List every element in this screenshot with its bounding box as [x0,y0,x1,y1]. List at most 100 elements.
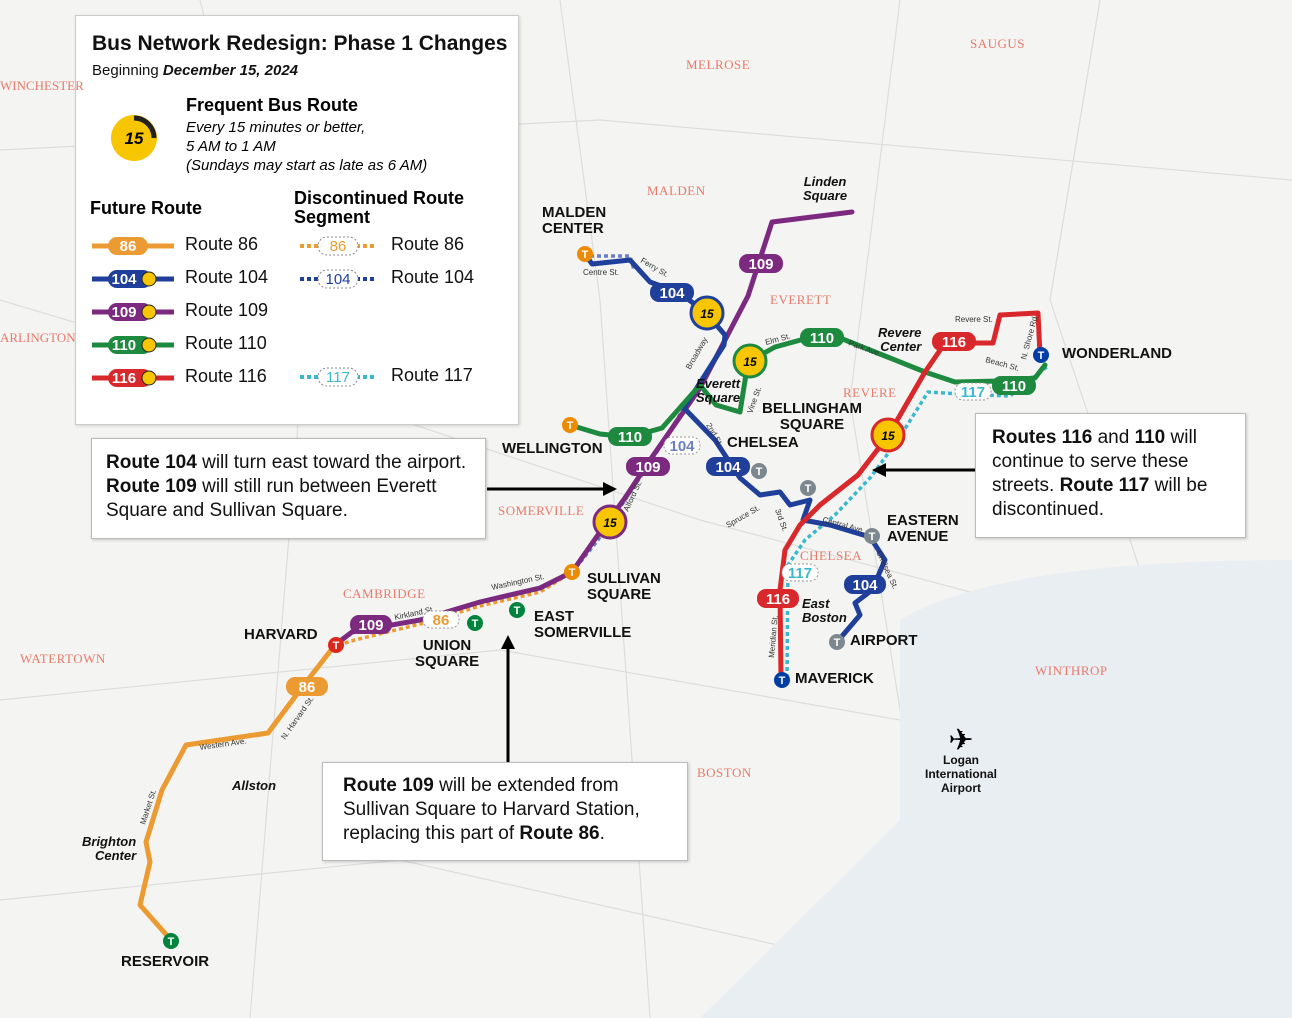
svg-text:T: T [514,605,521,617]
svg-text:T: T [582,249,589,261]
svg-text:116: 116 [942,334,966,351]
airport-label: Logan International Airport [924,753,998,795]
callout-arrows [487,463,975,762]
legend-future-route-109: 109 Route 109 [90,300,290,324]
legend-title: Bus Network Redesign: Phase 1 Changes [92,32,508,55]
street-label: Central Ave. [821,515,865,535]
town-cambridge: CAMBRIDGE [343,586,426,601]
street-label: Western Ave. [199,736,247,751]
svg-text:86: 86 [330,238,347,255]
town-watertown: WATERTOWN [20,651,106,666]
svg-text:T: T [1038,350,1045,362]
street-label: Beach St. [984,355,1020,373]
place-everett-square: Everett Square [696,376,741,405]
route-104-badge: 104 [650,283,694,302]
route-badges: 86 86 109 109 109 104 104 104 104 110 11… [286,254,1036,696]
town-chelsea: CHELSEA [800,548,862,563]
route-110-badge: 110 [608,427,652,446]
green-line-t-icon: T [467,615,483,631]
legend-subtitle: Beginning December 15, 2024 [92,62,299,79]
town-labels: MELROSE SAUGUS MALDEN EVERETT REVERE SOM… [20,36,1108,780]
street-label: 3rd St. [773,508,790,533]
svg-text:T: T [472,618,479,630]
route-116-badge: 116 [757,589,799,608]
svg-text:T: T [567,420,574,432]
route-110-badge: 110 [992,376,1036,395]
frequent-clock-icon: 15 [689,295,725,331]
svg-text:T: T [168,936,175,948]
place-east-boston: East Boston [802,596,847,625]
route-86-badge: 86 [286,677,328,696]
svg-text:110: 110 [112,337,136,354]
svg-text:86: 86 [299,679,316,696]
legend-future-route-110: 110 Route 110 [90,333,290,357]
dashed-route-swatch: 86 [300,236,376,256]
svg-text:109: 109 [635,459,660,476]
street-label: Centre St. [583,268,619,277]
svg-text:117: 117 [788,565,812,582]
orange-line-t-icon: T [577,246,593,262]
route-109-badge: 109 [739,254,783,273]
route-110-line [567,335,1048,440]
svg-text:110: 110 [1002,378,1026,395]
water-harbor [700,560,1292,1018]
svg-text:T: T [869,531,876,543]
place-allston: Allston [232,778,277,793]
green-line-t-icon: T [163,933,179,949]
svg-text:104: 104 [659,285,685,302]
town-somerville: SOMERVILLE [498,503,584,518]
svg-text:116: 116 [112,370,136,387]
svg-text:117: 117 [961,384,985,401]
blue-line-t-icon: T [774,672,790,688]
dashed-route-swatch: 104 [300,269,376,289]
route-109-badge: 109 [626,457,670,476]
future-route-header: Future Route [90,198,202,218]
station-icons: T T T T T T T T T T T T T [163,246,1049,949]
svg-text:104: 104 [715,459,741,476]
place-brighton-center: Brighton Center [82,834,137,863]
svg-text:109: 109 [358,617,383,634]
street-label: N. Harvard St. [279,694,315,741]
green-line-t-icon: T [509,602,525,618]
legend-panel: Bus Network Redesign: Phase 1 Changes Be… [75,15,519,425]
street-label: Vine St. [745,385,763,414]
street-label: Spruce St. [725,503,762,529]
svg-text:15: 15 [743,355,757,369]
station-maverick: MAVERICK [795,670,874,687]
callout-route-104: Route 104 will turn east toward the airp… [91,438,486,539]
discontinued-route-86-badge: 86 [422,610,460,629]
frequent-route-description: Every 15 minutes or better,5 AM to 1 AM(… [186,119,428,174]
station-harvard: HARVARD [244,626,318,643]
svg-text:15: 15 [881,429,895,443]
orange-line-t-icon: T [562,417,578,433]
route-110-badge: 110 [800,328,844,347]
station-wonderland: WONDERLAND [1062,345,1172,362]
discontinued-route-104-badge: 104 [663,436,701,455]
station-wellington: WELLINGTON [502,440,603,457]
town-saugus: SAUGUS [970,36,1025,51]
discontinued-route-117-badge: 117 [781,563,819,582]
route-104-badge: 104 [706,457,750,476]
silver-line-t-icon: T [751,463,767,479]
svg-text:T: T [779,675,786,687]
route-line-swatch: 110 [92,336,174,354]
svg-text:109: 109 [748,256,773,273]
svg-text:15: 15 [125,129,144,148]
svg-text:110: 110 [618,429,642,446]
station-airport: AIRPORT [850,632,918,649]
street-label: Meridian St. [767,615,780,658]
legend-discontinued-route-104: 104 Route 104 [298,267,498,291]
silver-line-t-icon: T [800,480,816,496]
blue-line-t-icon: T [829,634,845,650]
orange-line-t-icon: T [564,564,580,580]
red-line-t-icon: T [328,637,344,653]
route-line-swatch: 109 [92,303,174,321]
frequent-bus-icons: 15 15 15 15 [592,295,906,540]
place-linden-square: Linden Square [803,174,848,203]
town-winthrop: WINTHROP [1035,663,1108,678]
airplane-icon: ✈ [948,724,973,757]
svg-text:T: T [805,483,812,495]
discontinued-route-117-badge: 117 [954,382,992,401]
svg-text:104: 104 [325,271,350,288]
